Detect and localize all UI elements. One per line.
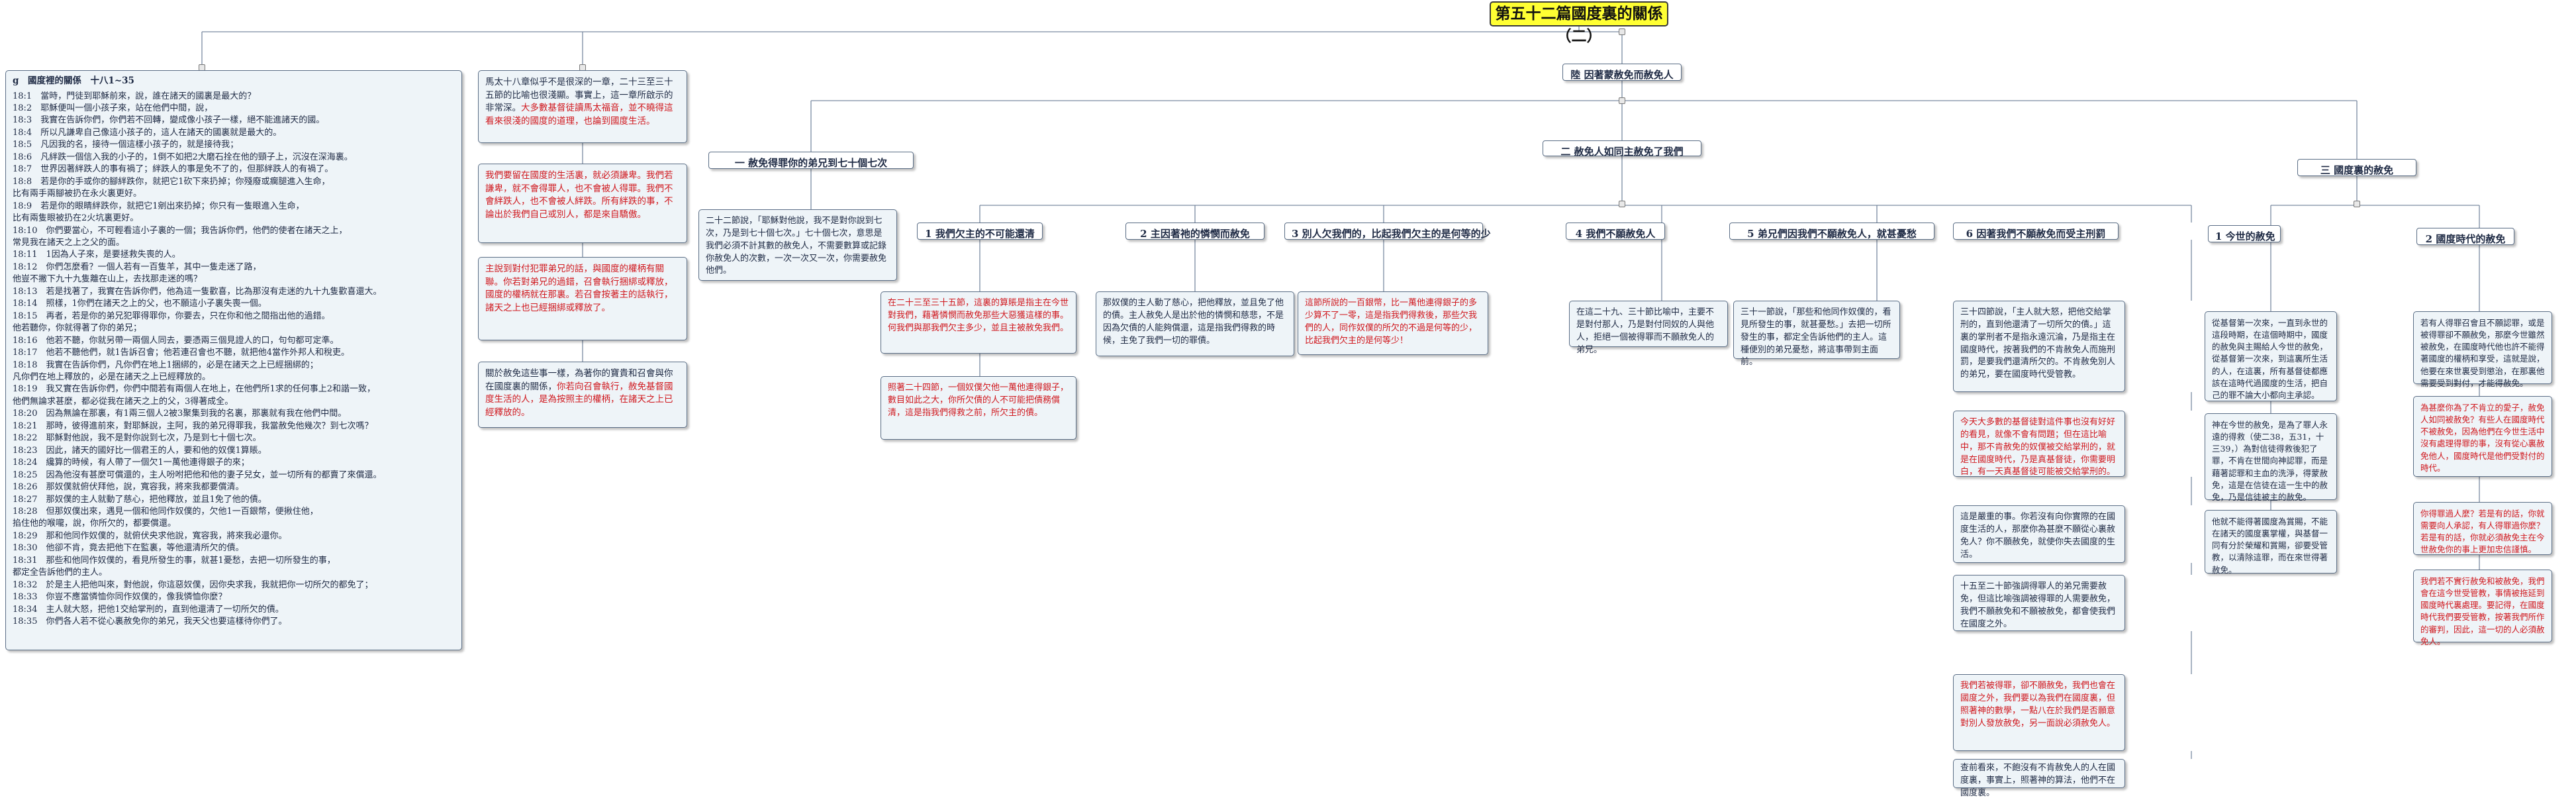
- punishment-christians-text: 今天大多數的基督徒對這件事也沒有好好的看見，就像不會有問題；但在這比喻中，那不肯…: [1953, 411, 2125, 477]
- verse-line: 18:21 那時，彼得進前來，對耶穌說，主阿，我的弟兄得罪我，我當赦免他幾次？到…: [13, 421, 373, 431]
- this-age-period-text: 從基督第一次來，一直到永世的這段時期，在這個時期中，國度的赦免與主賜給人今世的赦…: [2205, 311, 2337, 401]
- verse-line: 比有兩手兩腳被扔在永火裏更好。: [13, 189, 142, 199]
- verse-line: 凡你們在地上釋放的，必是在諸天之上已經釋放的。: [13, 372, 211, 382]
- collapse-toggle-mid[interactable]: [1619, 201, 1625, 207]
- verse-line: 18:25 因為他沒有甚麼可償還的，主人吩咐把他和他的妻子兒女，並一切所有的都賣…: [13, 470, 382, 480]
- verse-line: 18:35 你們各人若不從心裏赦免你的弟兄，我天父也要這樣待你們了。: [13, 617, 287, 627]
- kingdom-age-why-text: 為甚麼你為了不肯立的愛子，赦免人如同被赦免？有些人在國度時代不被赦免，因為他們在…: [2413, 396, 2552, 477]
- verse-line: 18:23 因此，諸天的國好比一個君王的人，要和他的奴僕1算賬。: [13, 445, 267, 456]
- humility-note-text: 我們要留在國度的生活裏，就必須謙卑。我們若謙卑，就不會得罪人，也不會被人得罪。我…: [485, 170, 673, 220]
- page-title: 第五十二篇國度裏的關係（二）: [1490, 1, 1668, 45]
- verse-line: 18:8 若是你的手或你的腳絆跌你，就把它1砍下來扔掉；你殘廢或瘸腿進入生命，: [13, 176, 330, 187]
- node-punished-by-lord[interactable]: 6 因著我們不願赦免而受主刑罰: [1953, 223, 2119, 240]
- verse-line: 18:31 那些和他同作奴僕的，看見所發生的事，就甚1憂愁，去把一切所發生的事，: [13, 555, 336, 566]
- verse-line: 18:19 我又實在告訴你們，你們中間若有兩個人在地上，在他們所1求的任何事上2…: [13, 384, 376, 395]
- verse-line: 18:16 他若不聽，你就另帶一兩個人同去，要憑兩三個見證人的口，句句都可定準。: [13, 335, 339, 346]
- verse-line: 18:7 世界因著絆跌人的事有禍了；絆跌人的事是免不了的，但那絆跌人的有禍了。: [13, 164, 334, 175]
- release-note-black: 關於赦免這些事一樣，為著你的寶貴和召會與你在國度裏的關係，: [485, 368, 673, 392]
- collapse-toggle-forgive[interactable]: [1619, 97, 1625, 104]
- node-brothers-sorrowful[interactable]: 5 弟兄們因我們不願赦免人，就甚憂愁: [1729, 223, 1934, 240]
- verse-line: 18:6 凡絆跌一個信入我的小子的，1倒不如把2大磨石拴在他的頸子上，沉沒在深海…: [13, 152, 353, 162]
- node-debt-unpayable[interactable]: 1 我們欠主的不可能還清: [917, 223, 1043, 240]
- kingdom-age-text: 若有人得罪召會且不願認罪，或是被得罪卻不願赦免，那麼今世雖然被赦免，在國度時代他…: [2413, 311, 2552, 388]
- verse-line: 18:2 耶穌便叫一個小孩子來，站在他們中間，說，: [13, 103, 213, 114]
- verse-line: 18:12 你們怎麼看？一個人若有一百隻羊，其中一隻走迷了路，: [13, 262, 262, 272]
- kingdom-discipline-text: 我們若不實行赦免和被赦免，我們會在這今世受管教，事情被拖延到國度時代裏處理。要記…: [2413, 570, 2552, 646]
- verse-line: 18:33 你豈不應當憐恤你同作奴僕的，像我憐恤你麼？: [13, 592, 227, 603]
- this-age-salvation-text: 神在今世的赦免，是為了罪人永遠的得救（使二38，五31，十三39，）為對信徒得救…: [2205, 413, 2337, 502]
- verse-line: 18:32 於是主人把他叫來，對他說，你這惡奴僕，因你央求我，我就把你一切所欠的…: [13, 579, 373, 590]
- verse-line: 18:3 我實在告訴你們，你們若不回轉，變成像小孩子一樣，絕不能進諸天的國。: [13, 115, 325, 126]
- authority-note-text: 主說到對付犯罪弟兄的話，與國度的權柄有關聯。你若對弟兄的過錯，召會執行捆綁或釋放…: [485, 264, 673, 313]
- verse-line: 掐住他的喉嚨，說，你所欠的，都要償還。: [13, 519, 177, 529]
- verse-line: 他若聽你，你就得著了你的弟兄；: [13, 323, 142, 334]
- intro-note-red: 大多數基督徒讀馬太福音，並不曉得這看來很淺的國度的道理，也論到國度生活。: [485, 103, 673, 126]
- verse-line: 比有兩隻眼被扔在2火坑裏更好。: [13, 213, 139, 224]
- verse-line: 18:30 他卻不肯，竟去把他下在監裏，等他還清所欠的債。: [13, 543, 244, 554]
- verse-line: 18:18 我實在告訴你們，凡你們在地上1捆綁的，必是在諸天之上已經捆綁的；: [13, 360, 318, 370]
- verse-line: 都定全告訴他們的主人。: [13, 568, 108, 578]
- verse-line: 常見我在諸天之上之父的面。: [13, 238, 125, 248]
- verse-line: 18:24 纔算的時候，有人帶了一個欠1一萬他連得銀子的來；: [13, 458, 250, 468]
- node-forgive-as-lord-forgave[interactable]: 二 赦免人如同主赦免了我們: [1543, 140, 1701, 158]
- node-lord-mercy[interactable]: 2 主因著祂的憐憫而赦免: [1125, 223, 1264, 240]
- node-unwilling-forgive[interactable]: 4 我們不願赦免人: [1566, 223, 1665, 240]
- verse-line: 18:15 再者，若是你的弟兄犯罪得罪你，你要去，只在你和他之間指出他的過錯。: [13, 311, 330, 321]
- lord-mercy-text: 那奴僕的主人動了慈心，把他釋放，並且免了他的債。主人赦免人是出於他的憐憫和慈悲，…: [1096, 291, 1294, 356]
- punishment-text: 三十四節說，「主人就大怒，把他交給掌刑的，直到他還清了一切所欠的債。」這裏的掌刑…: [1953, 301, 2125, 392]
- serious-matter-text: 這是嚴重的事。你若沒有向你實際的在國度生活的人，那麼你為甚麼不願從心裏赦免人？你…: [1953, 505, 2125, 563]
- verse-line: 他豈不撇下九十九隻離在山上，去找那走迷的嗎？: [13, 274, 203, 285]
- unwilling-forgive-text: 在這二十九、三十節比喻中，主要不是對付那人，乃是對付同奴的人與他人，拒絕一個被得…: [1569, 301, 1728, 355]
- verse-line: 18:26 那奴僕就俯伏拜他，說，寬容我，將來我都要償清。: [13, 482, 244, 493]
- node-forgiveness-kingdom-age[interactable]: 2 國度時代的赦免: [2416, 228, 2514, 245]
- debt-amount-text: 照著二十四節，一個奴僕欠他一萬他連得銀子，數目如此之大，你所欠債的人不可能把債務…: [881, 376, 1076, 440]
- verse-line: 18:20 因為無論在那裏，有1兩三個人2被3聚集到我的名裏，那裏就有我在他們中…: [13, 409, 347, 419]
- node-others-owe-little[interactable]: 3 別人欠我們的，比起我們欠主的是何等的少: [1284, 223, 1491, 240]
- collapse-toggle-root[interactable]: [1619, 28, 1625, 35]
- this-age-discipline-text: 他就不能得著國度為賞賜，不能在諸天的國度裏掌權，與基督一同有分於榮耀和賞賜，卻要…: [2205, 510, 2337, 575]
- verse-line: 18:10 你們要當心，不可輕看這小子裏的一個；我告訴你們，他們的使者在諸天之上…: [13, 225, 348, 236]
- node-forgiveness-this-age[interactable]: 1 今世的赦免: [2208, 225, 2281, 242]
- authority-note: 主說到對付犯罪弟兄的話，與國度的權柄有關聯。你若對弟兄的過錯，召會執行捆綁或釋放…: [478, 257, 687, 340]
- brothers-sorrowful-text: 三十一節說，「那些和他同作奴僕的，看見所發生的事，就甚憂愁。」去把一切所發生的事…: [1733, 301, 1900, 367]
- verse-line: 18:28 但那奴僕出來，遇見一個和他同作奴僕的，欠他1一百銀幣，便揪住他，: [13, 506, 318, 517]
- verse-line: 18:27 那奴僕的主人就動了慈心，把他釋放，並且1免了他的債。: [13, 494, 267, 505]
- debt-unpayable-text: 在二十三至三十五節，這裏的算賬是指主在今世對我們，藉著憐憫而赦免那些大惡獲這樣的…: [881, 291, 1076, 354]
- release-note-red: 你若向召會執行，赦免基督國度生活的人，是為按照主的權柄，在諸天之上已經釋放的。: [485, 381, 673, 418]
- others-owe-little-text: 這節所說的一百銀幣，比一萬他連得銀子的多少算不了一零，這是指我們得救後，那些欠我…: [1298, 291, 1488, 355]
- verses-heading: g 國度裡的關係 十八1~35: [13, 75, 134, 86]
- verse-line: 18:29 那和他同作奴僕的，就俯伏央求他說，寬容我，將來我必還你。: [13, 530, 287, 541]
- humility-note: 我們要留在國度的生活裏，就必須謙卑。我們若謙卑，就不會得罪人，也不會被人得罪。我…: [478, 164, 687, 243]
- not-in-kingdom-text: 查前看來，不飽沒有不肯赦免人的人在國度裏，事實上，照著神的算法，他們不在國度裏。: [1953, 759, 2125, 798]
- verse-line: 他們無論求甚麼，都必從我在諸天之上的父，3得著成全。: [13, 396, 234, 407]
- node-seventy-times-seven[interactable]: 一 赦免得罪你的弟兄到七十個七次: [708, 152, 914, 169]
- verses-box: g 國度裡的關係 十八1~35 18:1 當時，門徒到耶穌前來，說，誰在諸天的國…: [5, 70, 462, 650]
- verse-line: 18:1 當時，門徒到耶穌前來，說，誰在諸天的國裏是最大的？: [13, 91, 256, 101]
- verse-line: 18:13 若是找著了，我實在告訴你們，他為這一隻歡喜，比為那沒有走迷的九十九隻…: [13, 286, 382, 297]
- verse-list: 18:1 當時，門徒到耶穌前來，說，誰在諸天的國裏是最大的？ 18:2 耶穌便叫一…: [13, 91, 455, 628]
- verse-line: 18:17 他若不聽他們，就1告訴召會；他若連召會也不聽，就把他4當作外邦人和稅…: [13, 348, 350, 358]
- intro-note-text: 馬太十八章似乎不是很深的一章，二十三至三十五節的比喻也很淺顯。事實上，這一章所啟…: [485, 77, 673, 126]
- verse-line: 18:34 主人就大怒，把他1交給掌刑的，直到他還清了一切所欠的債。: [13, 604, 284, 615]
- verse-line: 18:11 1因為人子來，是要拯救失喪的人。: [13, 250, 181, 260]
- verse-line: 18:4 所以凡謙卑自己像這小孩子的，這人在諸天的國裏就是最大的。: [13, 127, 282, 138]
- node-kingdom-forgiveness[interactable]: 三 國度裏的赦免: [2297, 159, 2416, 176]
- verse-line: 18:9 若是你的眼睛絆跌你，就把它1剜出來扔掉；你只有一隻眼進入生命，: [13, 201, 305, 211]
- collapse-toggle-right[interactable]: [2354, 201, 2360, 207]
- node-forgive-because-forgiven[interactable]: 陸 因著蒙赦免而赦免人: [1562, 64, 1682, 81]
- confess-to-others-text: 你得罪過人麼？若是有的話，你就需要向人承認，有人得罪過你麼？若是有的話，你就必須…: [2413, 502, 2552, 555]
- verse-line: 18:14 照樣，1你們在諸天之上的父，也不願這小子裏失喪一個。: [13, 299, 267, 309]
- outside-kingdom-text: 十五至二十節強調得罪人的弟兄需要赦免，但這比喻強調被得罪的人需要赦免，我們不願赦…: [1953, 575, 2125, 631]
- release-note: 關於赦免這些事一樣，為著你的寶貴和召會與你在國度裏的關係，你若向召會執行，赦免基…: [478, 362, 687, 428]
- divine-math-text: 我們若被得罪，卻不願赦免，我們也會在國度之外，我們要以為我們在國度裏，但照著神的…: [1953, 674, 2125, 751]
- verse-line: 18:22 耶穌對他說，我不是對你說到七次，乃是到七十個七次。: [13, 433, 262, 444]
- seventy-times-text: 二十二節說，「耶穌對他說，我不是對你說到七次，乃是到七十個七次。」七十個七次，意…: [698, 209, 897, 281]
- verse-line: 18:5 凡因我的名，接待一個這樣小孩子的，就是接待我；: [13, 140, 239, 150]
- intro-note: 馬太十八章似乎不是很深的一章，二十三至三十五節的比喻也很淺顯。事實上，這一章所啟…: [478, 70, 687, 143]
